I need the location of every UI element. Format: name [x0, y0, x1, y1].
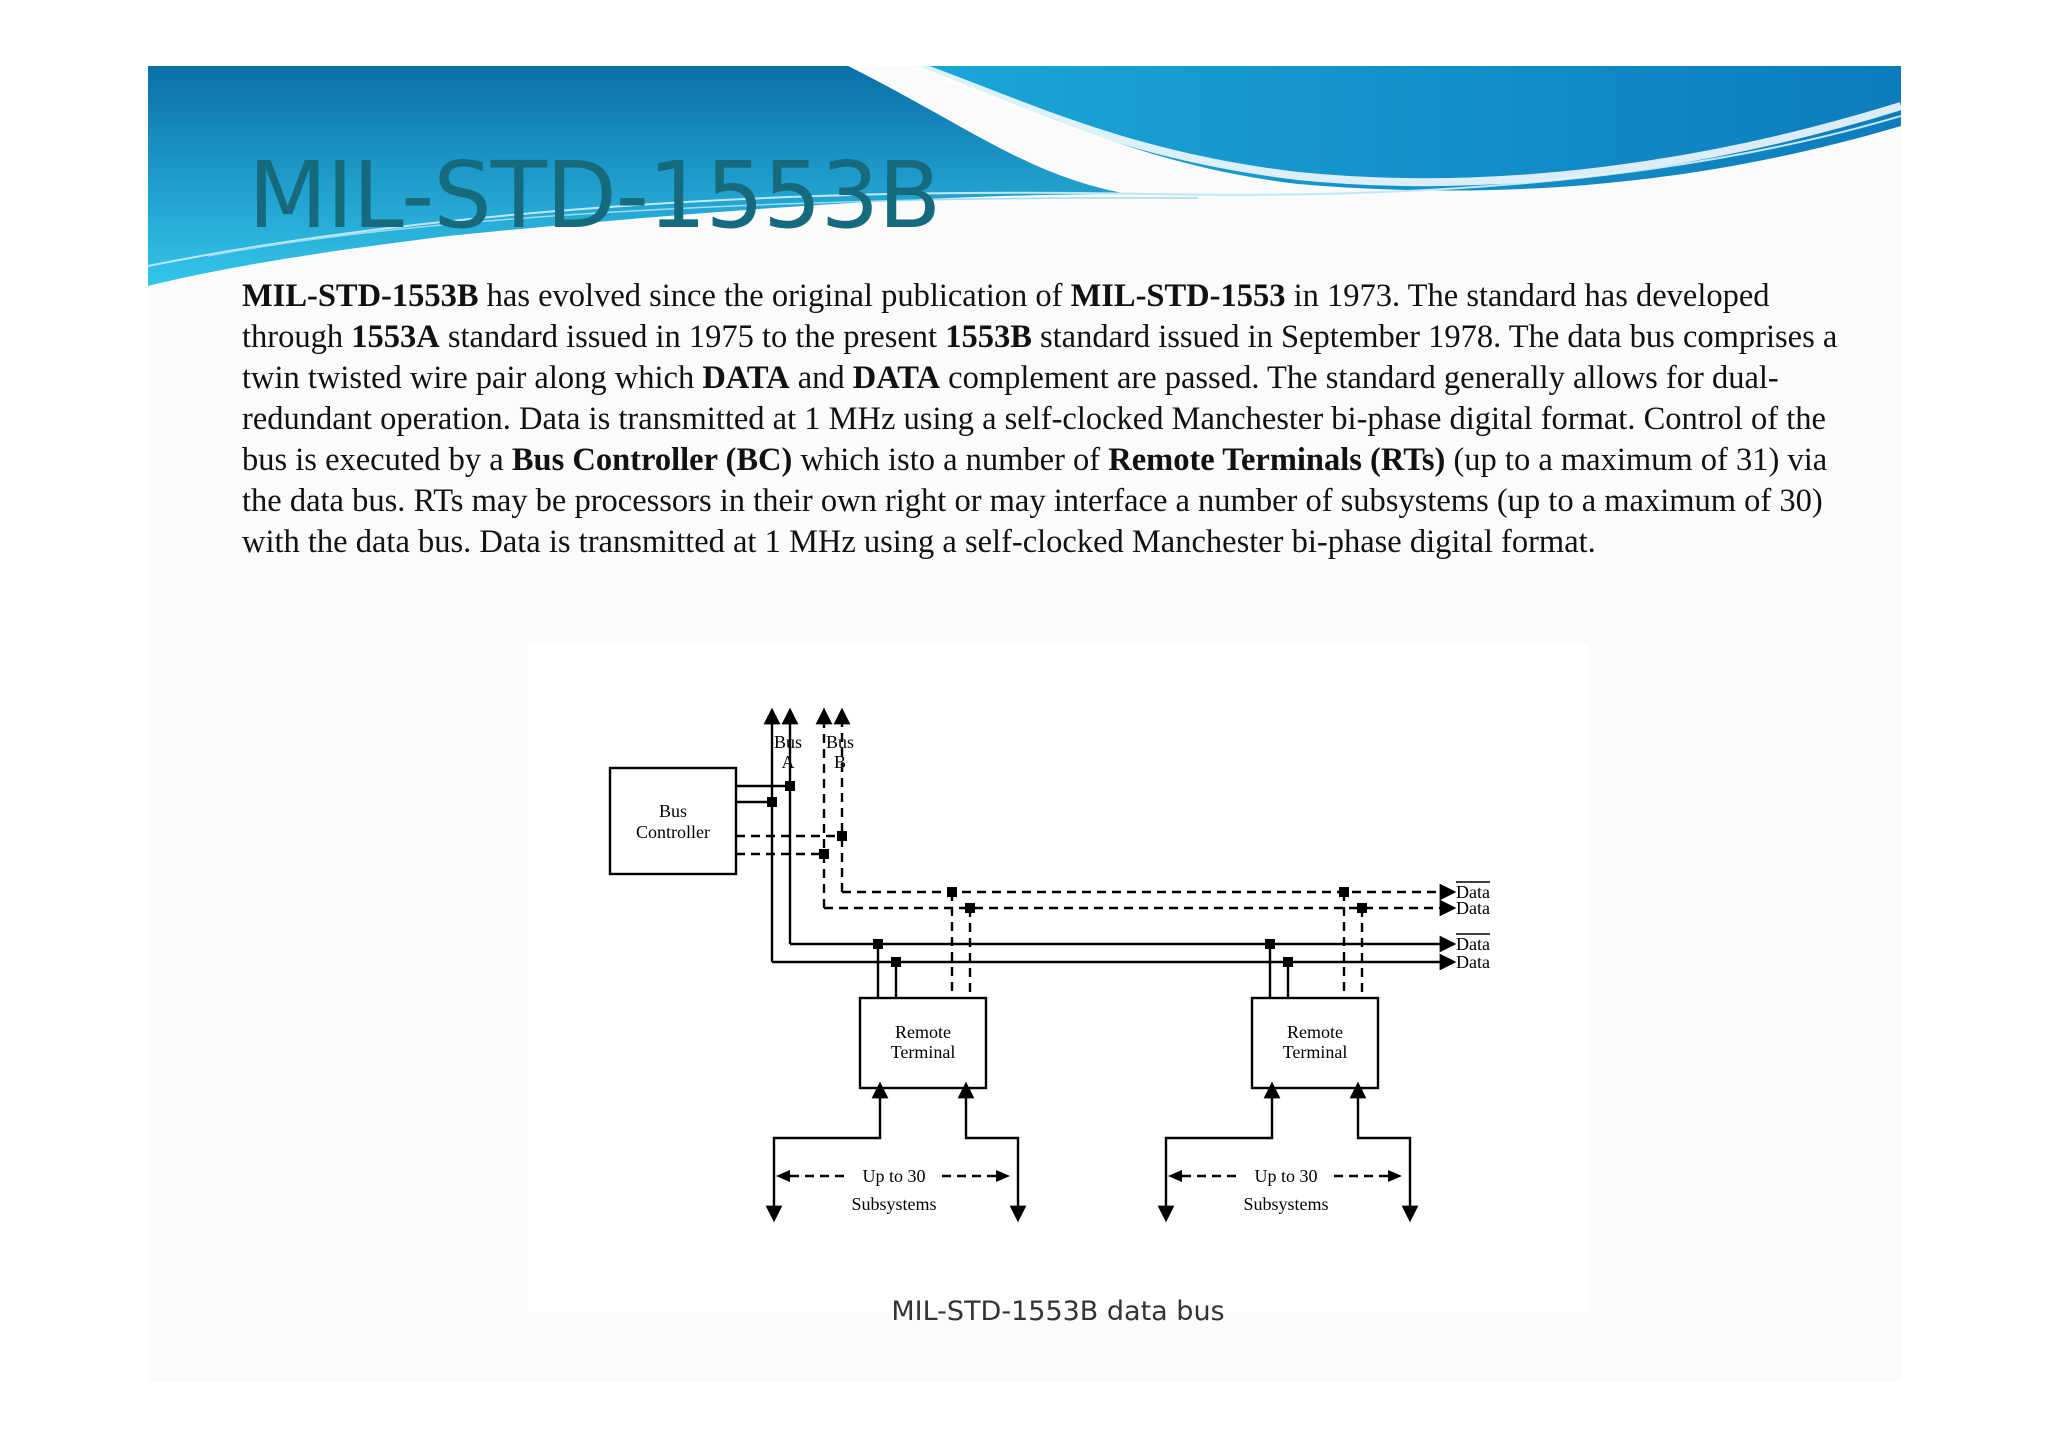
text-run: complement are passed. The standard gene…: [242, 360, 1826, 478]
subsystems-label-2: Subsystems: [1243, 1194, 1328, 1214]
text-run: (up to a maximum of 31) via the data bus…: [242, 442, 1828, 560]
subsystems-count-2: Up to 30: [1255, 1166, 1318, 1186]
data-label-dashed: Data: [1456, 898, 1490, 918]
slide-title: MIL-STD-1553B: [248, 142, 941, 249]
text-run: which isto a number of: [792, 442, 1109, 478]
text-run: standard issued in 1975 to the present: [439, 319, 946, 355]
remote-terminal-1-label-2: Terminal: [891, 1042, 956, 1062]
bus-diagram-figure: Bus A Bus B Bus Controller Remote Termin…: [528, 644, 1588, 1327]
bold-term: 1553A: [351, 319, 440, 355]
bus-controller-label-1: Bus: [659, 801, 687, 821]
header-wave-decoration: [148, 66, 1901, 286]
remote-terminal-1-label-1: Remote: [895, 1022, 951, 1042]
remote-terminal-box-1: [858, 996, 988, 1090]
bold-term: MIL-STD-1553: [1070, 278, 1286, 314]
bold-term: MIL-STD-1553B: [242, 278, 479, 314]
data-label-solid: Data: [1456, 952, 1490, 972]
remote-terminal-2-label-2: Terminal: [1283, 1042, 1348, 1062]
bus-a-label-1: Bus: [774, 732, 802, 752]
body-paragraph: MIL-STD-1553B has evolved since the orig…: [242, 276, 1862, 563]
bus-controller-box: [608, 766, 738, 876]
slide: MIL-STD-1553B MIL-STD-1553B has evolved …: [148, 66, 1901, 1382]
text-run: in 1973. The standard has developed thro…: [242, 278, 1770, 355]
remote-terminal-box-2: [1250, 996, 1380, 1090]
bus-controller-label-2: Controller: [636, 822, 710, 842]
remote-terminal-2-label-1: Remote: [1287, 1022, 1343, 1042]
figure-caption: MIL-STD-1553B data bus: [891, 1296, 1225, 1327]
subsystems-label-1: Subsystems: [851, 1194, 936, 1214]
text-run: standard issued in September 1978. The d…: [242, 319, 1838, 396]
bold-term: DATA: [702, 360, 790, 396]
subsystems-count-1: Up to 30: [863, 1166, 926, 1186]
data-bar-label-dashed: Data: [1456, 882, 1490, 902]
bold-term: Bus Controller (BC): [511, 442, 793, 478]
bold-term: 1553B: [945, 319, 1032, 355]
data-bar-label-solid: Data: [1456, 934, 1490, 954]
bus-diagram: Bus A Bus B Bus Controller Remote Termin…: [608, 707, 1490, 1223]
bold-term: DATA: [852, 360, 941, 396]
bus-b-label-1: Bus: [826, 732, 854, 752]
text-run: and: [789, 360, 853, 396]
bold-term: Remote Terminals (RTs): [1108, 442, 1446, 478]
bus-a-label-2: A: [782, 752, 795, 772]
bus-b-label-2: B: [834, 752, 846, 772]
text-run: has evolved since the original publicati…: [478, 278, 1071, 314]
